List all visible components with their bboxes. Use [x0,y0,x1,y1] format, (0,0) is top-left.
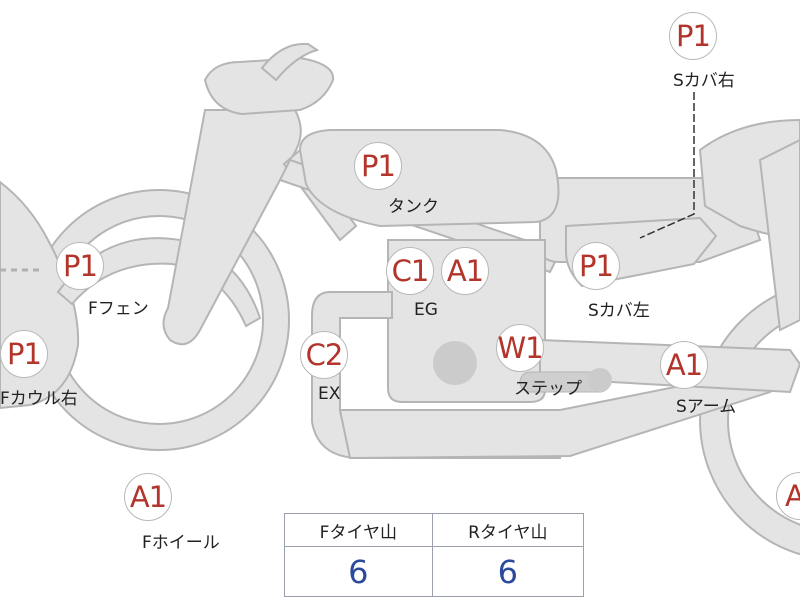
part-label-f-wheel: Fホイール [142,533,220,553]
front-wheel-shape [27,189,291,451]
rear-tread-header: Rタイヤ山 [431,513,585,547]
muffler-shape [338,368,772,460]
fork-shape [162,109,302,346]
handlebar-shape [260,42,320,82]
part-code-f-wheel[interactable]: A1 [124,473,172,521]
part-code-swingarm[interactable]: A1 [660,341,708,389]
part-code-f-cowl-right[interactable]: P1 [0,330,48,378]
part-label-step: ステップ [514,379,582,399]
part-code-f-fender[interactable]: P1 [56,242,104,290]
part-label-s-cover-right: Sカバ右 [673,71,735,91]
engine-cover [433,341,477,385]
part-code-engine-c[interactable]: C1 [386,247,434,295]
part-label-f-fender: Fフェン [88,299,149,319]
rear-tread-value[interactable]: 6 [431,546,585,597]
front-tread-value[interactable]: 6 [284,546,433,597]
part-label-swingarm: Sアーム [676,397,737,417]
part-code-exhaust[interactable]: C2 [300,331,348,379]
tire-tread-table: Fタイヤ山 Rタイヤ山 6 6 [284,513,585,597]
part-code-tank[interactable]: P1 [354,142,402,190]
part-code-s-cover-right[interactable]: P1 [669,12,717,60]
part-label-exhaust: EX [318,384,341,404]
headlight-shape [203,56,335,116]
part-code-step[interactable]: W1 [496,324,544,372]
rear-shock-shape [758,138,800,332]
leader-side-cover-right [639,92,695,239]
part-label-s-cover-left: Sカバ左 [588,301,650,321]
part-label-tank: タンク [388,197,439,217]
front-tread-header: Fタイヤ山 [284,513,433,547]
part-label-f-cowl-right: Fカウル右 [0,389,78,409]
part-label-engine: EG [414,300,438,320]
step-peg [588,368,612,392]
part-code-s-cover-left[interactable]: P1 [572,242,620,290]
part-code-engine-a[interactable]: A1 [441,247,489,295]
